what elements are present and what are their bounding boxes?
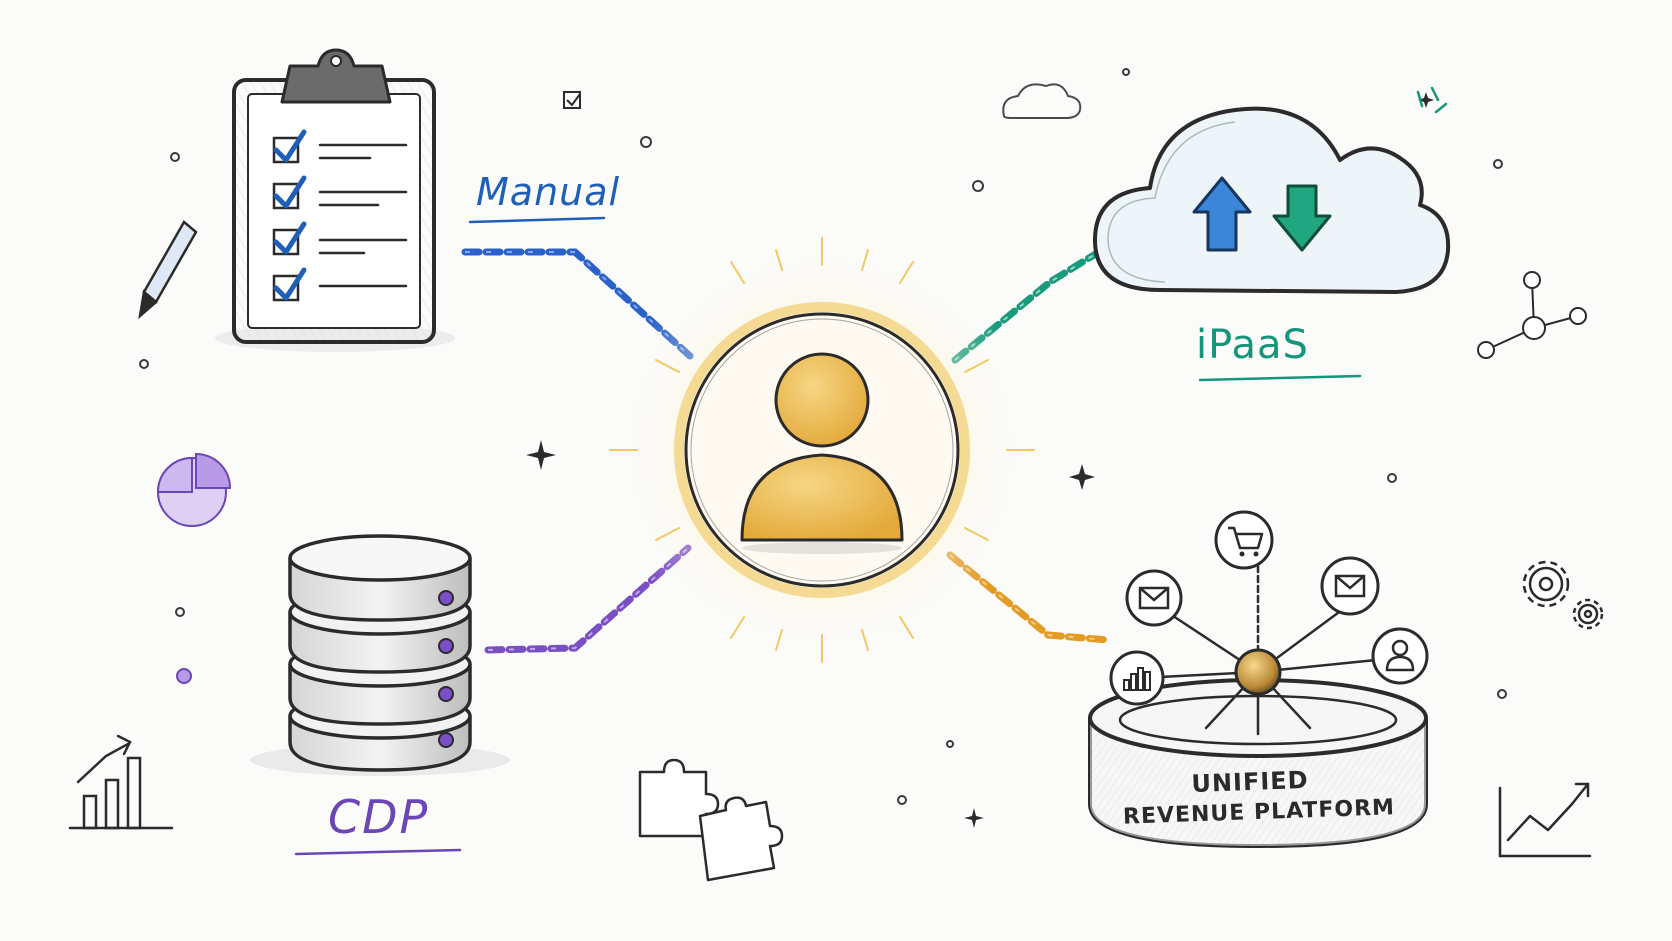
cdp-label: CDP [328,790,430,844]
hub-platform-icon [1088,510,1429,849]
dots [139,68,1507,805]
checkbox-doodle [563,91,581,109]
manual-label: Manual [476,170,621,214]
trend-chart-icon [1498,782,1592,858]
network-icon [1477,271,1587,359]
clipboard-checklist-icon [215,48,455,352]
ipaas-label: iPaaS [1196,322,1309,368]
center-hub [607,235,1037,665]
bar-chart-icon [1109,650,1165,706]
database-icon [250,534,510,776]
cloud-doodle [1002,83,1082,119]
connector-cdp [484,544,692,654]
cart-icon [1214,510,1274,570]
pie-chart-icon [156,452,232,527]
gear-icon [1522,560,1604,630]
user-icon [1371,627,1429,685]
mail-icon [1320,556,1380,616]
cloud-sync-icon [1093,106,1451,294]
user-icon [740,352,904,554]
trend-chart-icon [68,734,174,830]
puzzle-icon [638,758,784,882]
manual-underline [468,216,606,224]
sparkles [526,92,1434,828]
mail-icon [1125,569,1183,627]
ipaas-underline [1198,374,1362,382]
cdp-underline [294,848,462,856]
accent-dashes [1416,86,1448,114]
pencil-icon [138,220,198,320]
